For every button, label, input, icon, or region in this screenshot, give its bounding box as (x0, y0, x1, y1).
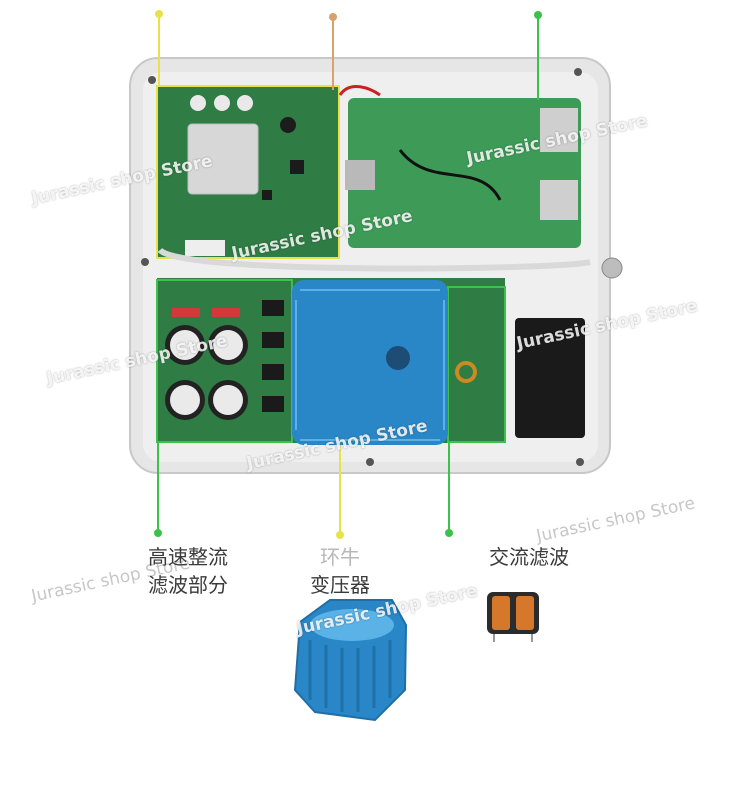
pcb-components (185, 95, 304, 256)
case-screw (148, 76, 156, 84)
rectifier-caption: 高速整流 滤波部分 (148, 543, 228, 599)
rectifier-caption-line2: 滤波部分 (148, 573, 228, 597)
toroidal-transformer (292, 280, 448, 445)
marker-dot (445, 529, 453, 537)
transformer-caption-top: 环牛 (320, 545, 360, 569)
coax-cable (398, 149, 502, 201)
ac-coil (455, 361, 477, 383)
ac-filter-caption: 交流滤波 (489, 543, 569, 571)
ethernet-port (540, 108, 578, 152)
rectifier-caption-line1: 高速整流 (148, 545, 228, 569)
marker-dot (336, 531, 344, 539)
marker-dot (534, 11, 542, 19)
marker-dot (155, 10, 163, 18)
choke-product-image (487, 592, 539, 642)
filter-capacitors (165, 308, 248, 420)
case-screw (141, 258, 149, 266)
marker-dot (329, 13, 337, 21)
shield-module (187, 123, 259, 195)
pcb-frame-yellow (156, 85, 340, 259)
transformer-product-image (293, 599, 408, 722)
case-screw (574, 68, 582, 76)
case-screw (366, 458, 374, 466)
sd-card (345, 160, 375, 190)
marker-dot (154, 529, 162, 537)
usb-port (540, 180, 578, 220)
wire-loop (157, 247, 591, 272)
red-cable (338, 85, 381, 97)
case-screw (576, 458, 584, 466)
main-board (348, 98, 581, 248)
transformer-fins (295, 289, 445, 441)
heatsinks (262, 300, 284, 412)
ac-filter-caption-text: 交流滤波 (489, 545, 569, 569)
transformer-caption: 环牛 变压器 (310, 543, 370, 599)
antenna-connector (601, 257, 623, 279)
transformer-caption-main: 变压器 (310, 573, 370, 597)
transformer-center-bolt (386, 346, 410, 370)
ac-socket (515, 318, 585, 438)
